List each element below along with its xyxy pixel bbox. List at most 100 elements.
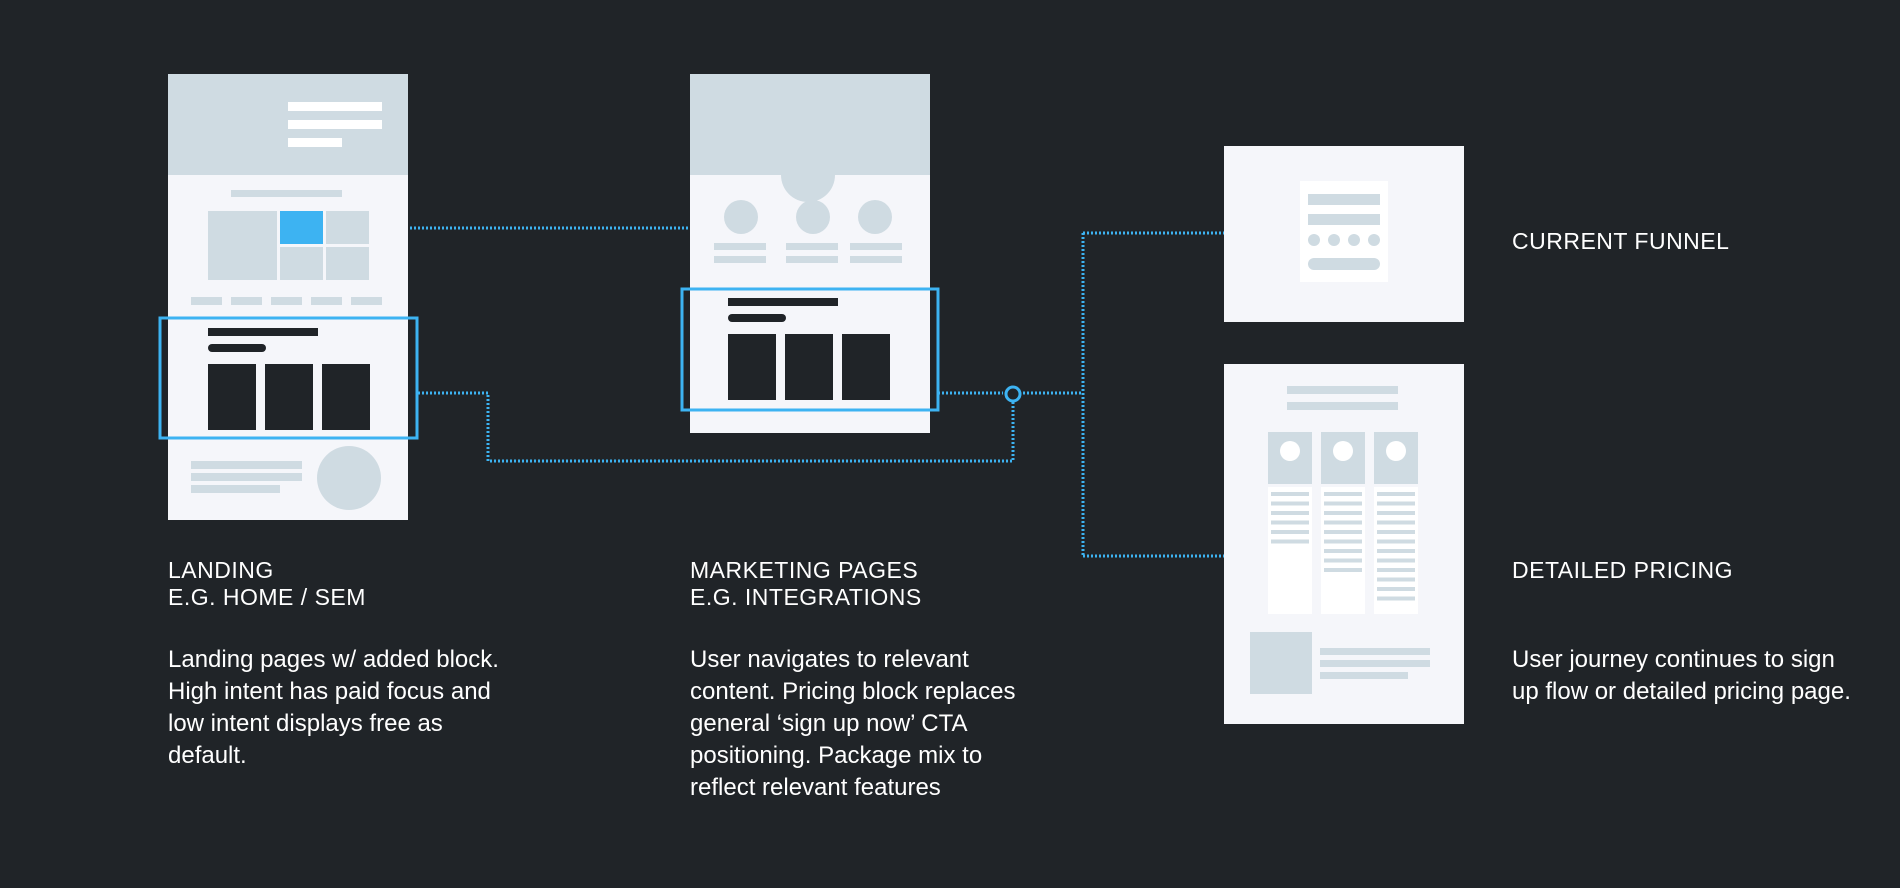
marketing-heading: MARKETING PAGES E.G. INTEGRATIONS <box>690 557 1030 611</box>
pricing-feature-line <box>1377 587 1415 591</box>
signup-form-dot <box>1308 234 1320 246</box>
pricing-column-icon <box>1280 441 1300 461</box>
marketing-feature-line <box>850 243 902 250</box>
connector-junction-node <box>1004 385 1022 403</box>
landing-grid-tile <box>280 247 323 280</box>
current-funnel-wireframe <box>1224 146 1464 322</box>
pricing-feature-line <box>1324 558 1362 563</box>
landing-pricing-title-bar <box>208 328 318 336</box>
detailed-pricing-title-bar <box>1287 386 1398 394</box>
marketing-pricing-card <box>785 334 833 400</box>
pricing-feature-line <box>1271 511 1309 515</box>
signup-form-line <box>1308 194 1380 205</box>
pricing-feature-line <box>1324 520 1362 525</box>
landing-pricing-card <box>208 364 256 430</box>
landing-grid-tile <box>326 211 369 244</box>
landing-pricing-subtitle-bar <box>208 344 266 352</box>
current-funnel-caption: CURRENT FUNNEL <box>1512 228 1852 255</box>
landing-hero-line <box>288 138 342 147</box>
detailed-pricing-heading: DETAILED PRICING <box>1512 557 1733 583</box>
pricing-feature-line <box>1377 539 1415 544</box>
marketing-feature-line <box>714 256 766 263</box>
pricing-feature-line <box>1377 520 1415 525</box>
detailed-pricing-image <box>1250 632 1312 694</box>
pricing-feature-line <box>1271 530 1309 534</box>
detailed-pricing-text-line <box>1320 672 1408 679</box>
pricing-feature-line <box>1271 539 1309 544</box>
connector-landing-pricing-loop <box>418 391 1015 463</box>
landing-pricing-block-highlight <box>158 316 419 440</box>
pricing-feature-line <box>1324 530 1362 534</box>
landing-grid-tile <box>326 247 369 280</box>
pricing-column-body <box>1268 487 1312 614</box>
marketing-pricing-block-highlight <box>680 287 940 412</box>
signup-form-line <box>1308 214 1380 225</box>
pricing-feature-line <box>1324 539 1362 544</box>
landing-footer-line <box>191 473 302 481</box>
marketing-pricing-title-bar <box>728 298 838 306</box>
landing-nav-pill <box>351 297 382 305</box>
pricing-feature-line <box>1377 558 1415 563</box>
detailed-pricing-text-line <box>1320 648 1430 655</box>
signup-form-dot <box>1348 234 1360 246</box>
marketing-feature-line <box>786 243 838 250</box>
pricing-feature-line <box>1377 530 1415 534</box>
marketing-feature-line <box>850 256 902 263</box>
landing-description: Landing pages w/ added block. High inten… <box>168 646 499 769</box>
landing-caption: LANDING E.G. HOME / SEM Landing pages w/… <box>168 557 508 772</box>
landing-grid-highlight-tile <box>280 211 323 244</box>
landing-heading: LANDING E.G. HOME / SEM <box>168 557 508 611</box>
pricing-feature-line <box>1271 520 1309 525</box>
pricing-feature-line <box>1377 511 1415 515</box>
marketing-feature-line <box>714 243 766 250</box>
landing-pricing-card <box>322 364 370 430</box>
marketing-feature-icon <box>724 200 758 234</box>
landing-footer-line <box>191 461 302 469</box>
pricing-feature-line <box>1324 511 1362 515</box>
landing-heading-line1: LANDING <box>168 557 274 583</box>
landing-heading-line2: E.G. HOME / SEM <box>168 584 366 610</box>
landing-hero-line <box>288 102 382 111</box>
pricing-feature-line <box>1377 501 1415 506</box>
detailed-pricing-description: User journey continues to sign up flow o… <box>1512 646 1851 705</box>
pricing-feature-line <box>1377 596 1415 601</box>
pricing-feature-line <box>1271 501 1309 506</box>
marketing-feature-icon <box>858 200 892 234</box>
pricing-feature-line <box>1271 492 1309 496</box>
marketing-description: User navigates to relevant content. Pric… <box>690 646 1016 801</box>
connector-to-funnels <box>1023 231 1224 558</box>
landing-pricing-card <box>265 364 313 430</box>
marketing-pricing-subtitle-bar <box>728 314 786 322</box>
marketing-heading-line1: MARKETING PAGES <box>690 557 919 583</box>
pricing-feature-line <box>1377 549 1415 553</box>
pricing-feature-line <box>1377 568 1415 572</box>
landing-grid-large-tile <box>208 211 277 280</box>
pricing-column-icon <box>1386 441 1406 461</box>
landing-nav-pill <box>231 297 262 305</box>
marketing-page-wireframe <box>690 74 930 433</box>
signup-form-dot <box>1328 234 1340 246</box>
pricing-feature-lines <box>1271 492 1415 601</box>
marketing-heading-line2: E.G. INTEGRATIONS <box>690 584 922 610</box>
marketing-feature-line <box>786 256 838 263</box>
pricing-column-icon <box>1333 441 1353 461</box>
pricing-feature-line <box>1377 577 1415 582</box>
landing-nav-pill <box>311 297 342 305</box>
marketing-pricing-card <box>842 334 890 400</box>
marketing-caption: MARKETING PAGES E.G. INTEGRATIONS User n… <box>690 557 1030 804</box>
pricing-feature-line <box>1324 549 1362 553</box>
detailed-pricing-text-line <box>1320 660 1430 667</box>
pricing-feature-line <box>1377 492 1415 496</box>
marketing-hero-avatar <box>781 148 835 202</box>
detailed-pricing-caption: DETAILED PRICING User journey continues … <box>1512 557 1852 708</box>
landing-page-wireframe <box>168 74 408 520</box>
detailed-pricing-wireframe <box>1224 364 1464 724</box>
pricing-feature-line <box>1324 501 1362 506</box>
marketing-pricing-card <box>728 334 776 400</box>
landing-footer-line <box>191 485 280 493</box>
landing-nav-pill <box>271 297 302 305</box>
pricing-feature-line <box>1324 568 1362 572</box>
marketing-feature-icon <box>796 200 830 234</box>
landing-subtitle-bar <box>231 190 342 197</box>
